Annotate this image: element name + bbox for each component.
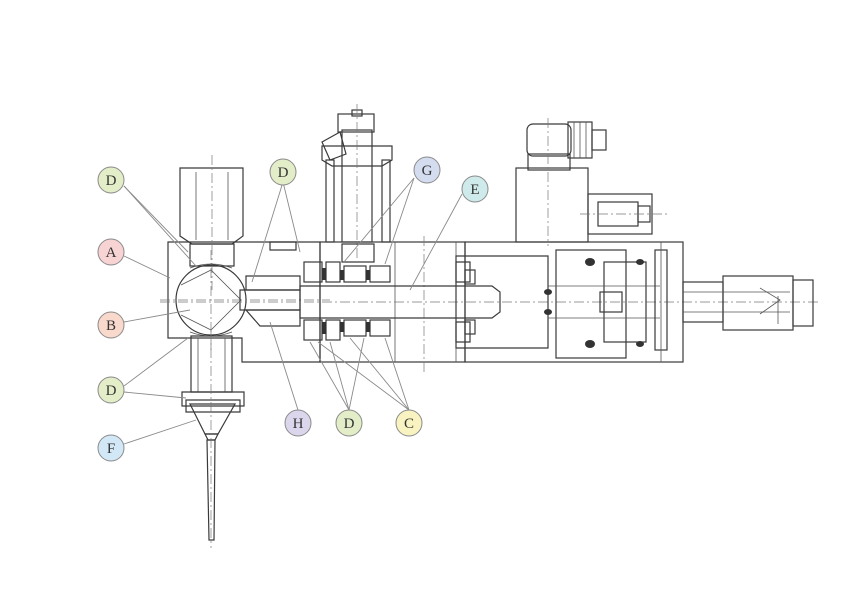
- callout-d-top-center-text: D: [278, 165, 289, 181]
- callout-d-top-left-text: D: [106, 173, 117, 189]
- callout-c: C: [395, 409, 423, 437]
- callout-a-circle: [97, 238, 125, 266]
- callout-f: F: [97, 434, 125, 462]
- stem-guide: [239, 275, 301, 327]
- callout-d-top-center-circle: [269, 158, 297, 186]
- callout-b: B: [97, 311, 125, 339]
- callout-d-top-left-circle: [97, 166, 125, 194]
- callout-d-bottom-center: D: [335, 409, 363, 437]
- callout-b-circle: [97, 311, 125, 339]
- callout-labels: D D G E A B D F H D C: [97, 156, 489, 462]
- bottom-outlet-connector: [181, 330, 245, 548]
- callout-h-text: H: [293, 416, 304, 432]
- callout-g-circle: [413, 156, 441, 184]
- callout-f-text: F: [107, 441, 115, 457]
- extension-rod: [682, 275, 814, 331]
- nozzle-blue-fill: [189, 403, 237, 435]
- callout-d-bottom-center-text: D: [344, 416, 355, 432]
- callout-e-circle: [461, 175, 489, 203]
- callout-e: E: [461, 175, 489, 203]
- callout-a-text: A: [106, 245, 117, 261]
- valve-stem: [160, 285, 820, 319]
- top-inlet-pipe: [179, 155, 244, 290]
- callout-c-text: C: [404, 416, 414, 432]
- callout-c-circle: [395, 409, 423, 437]
- callout-d-top-center: D: [269, 158, 297, 186]
- callout-d-bottom-left-text: D: [106, 383, 117, 399]
- callout-h: H: [284, 409, 312, 437]
- callout-d-bottom-left: D: [97, 376, 125, 404]
- callout-b-text: B: [106, 318, 116, 334]
- leader-lines: [123, 177, 463, 445]
- callout-h-circle: [284, 409, 312, 437]
- callout-d-top-left: D: [97, 166, 125, 194]
- solenoid-unit: [515, 118, 670, 246]
- callout-d-bottom-center-circle: [335, 409, 363, 437]
- callout-a: A: [97, 238, 125, 266]
- needle-adjuster: [321, 104, 393, 263]
- packing-rings: [303, 261, 391, 341]
- callout-d-bottom-left-circle: [97, 376, 125, 404]
- callout-g-text: G: [422, 163, 433, 179]
- callout-e-text: E: [470, 182, 479, 198]
- upper-fitting: [269, 241, 297, 251]
- callout-f-circle: [97, 434, 125, 462]
- callout-g: G: [413, 156, 441, 184]
